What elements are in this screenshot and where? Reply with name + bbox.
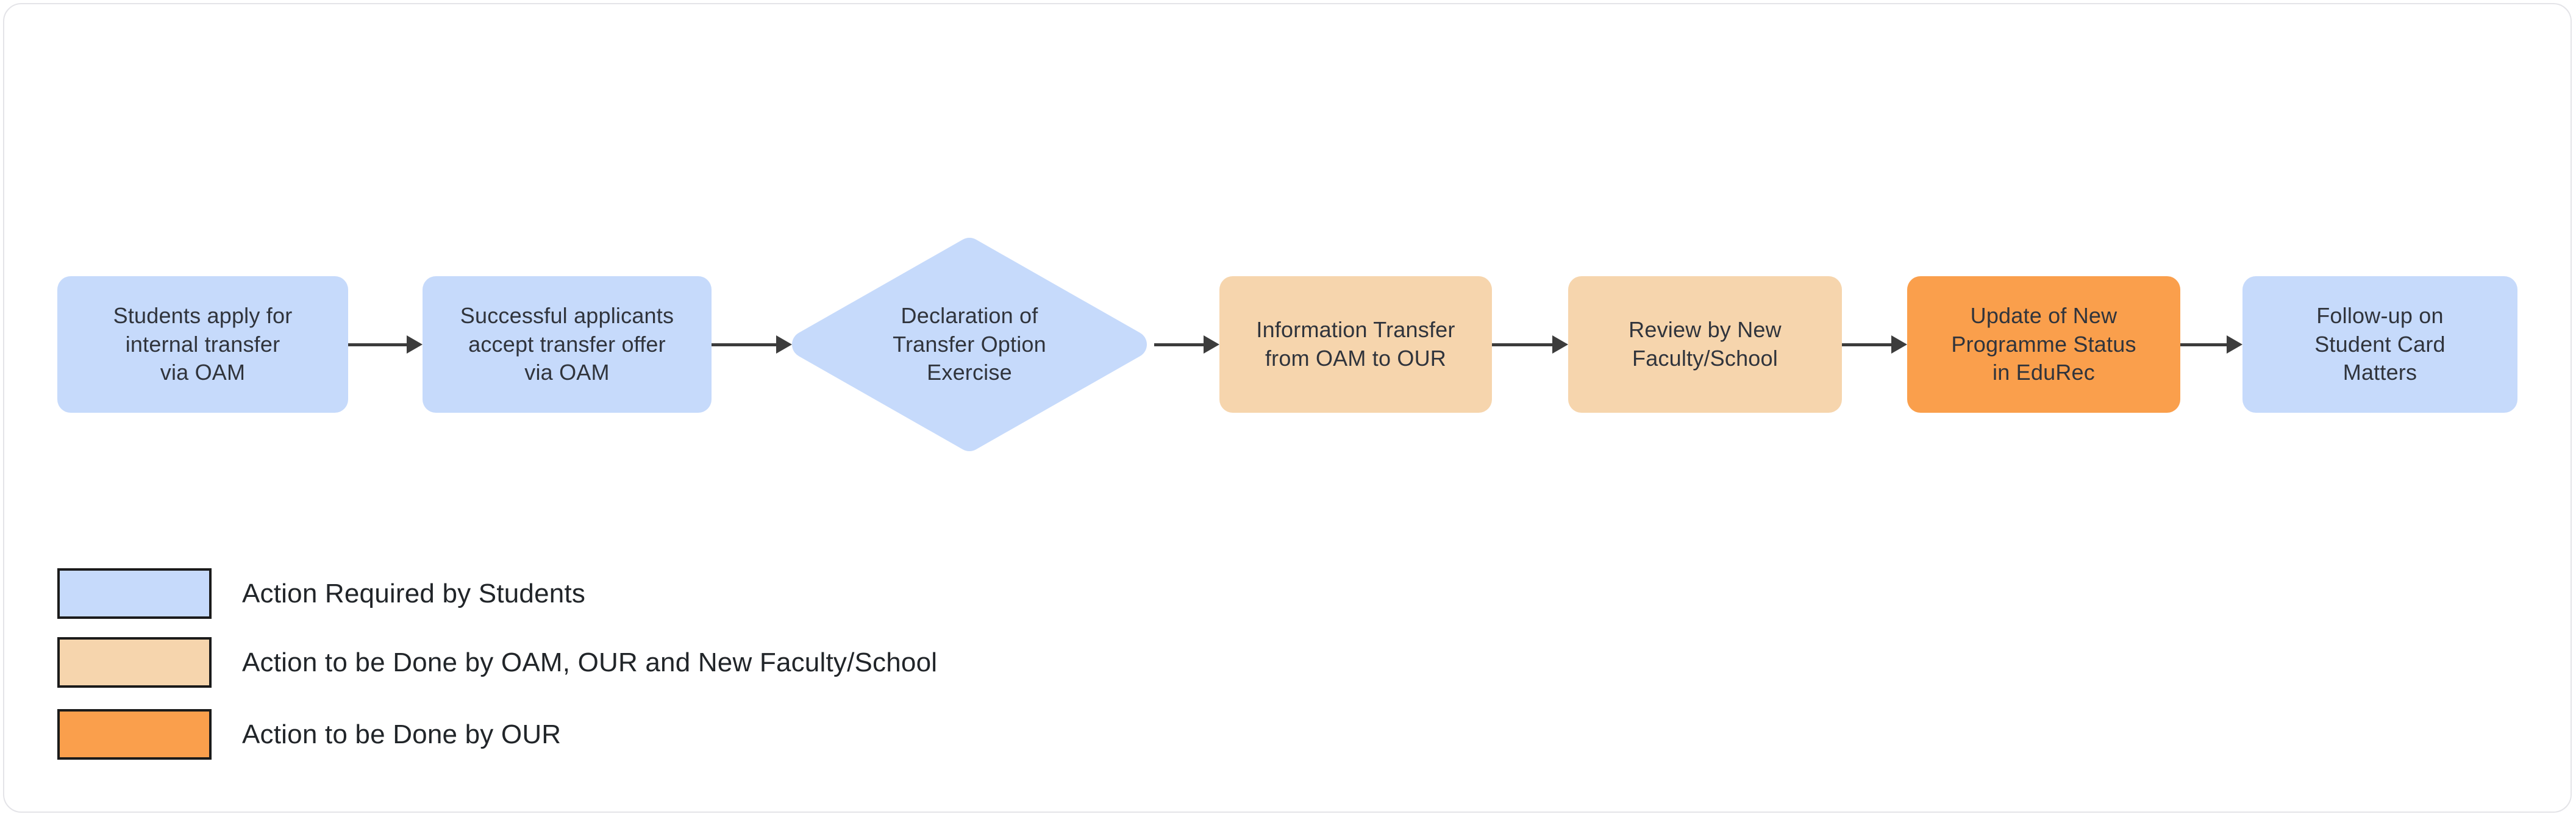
flow-node-label: Follow-up on Student Card Matters [2314, 302, 2446, 385]
flow-arrow-6 [2180, 335, 2242, 354]
legend-swatch-oam-our-faculty [57, 637, 212, 688]
flow-node-followup-card: Follow-up on Student Card Matters [2242, 276, 2517, 413]
arrow-head-icon [1891, 335, 1907, 354]
flow-node-info-transfer: Information Transfer from OAM to OUR [1219, 276, 1492, 413]
arrow-head-icon [2227, 335, 2242, 354]
flow-node-label: Students apply for internal transfer via… [113, 302, 293, 385]
flow-arrow-3 [1154, 335, 1219, 354]
arrow-shaft [348, 343, 407, 346]
flow-arrow-4 [1492, 335, 1568, 354]
arrow-head-icon [776, 335, 792, 354]
legend-item-our: Action to be Done by OUR [57, 709, 561, 760]
arrow-head-icon [407, 335, 423, 354]
arrow-head-icon [1204, 335, 1219, 354]
flow-node-label: Successful applicants accept transfer of… [460, 302, 674, 385]
flow-node-label: Information Transfer from OAM to OUR [1256, 317, 1455, 371]
arrow-shaft [1492, 343, 1553, 346]
legend-item-students: Action Required by Students [57, 568, 585, 619]
arrow-shaft [2180, 343, 2227, 346]
flow-node-label: Update of New Programme Status in EduRec [1951, 302, 2136, 385]
arrow-shaft [1842, 343, 1892, 346]
legend-item-oam-our-faculty: Action to be Done by OAM, OUR and New Fa… [57, 637, 937, 688]
legend-label: Action to be Done by OAM, OUR and New Fa… [242, 647, 938, 677]
arrow-shaft [1154, 343, 1204, 346]
flow-arrow-5 [1842, 335, 1907, 354]
flow-node-label: Review by New Faculty/School [1629, 317, 1782, 371]
legend-label: Action Required by Students [242, 578, 586, 608]
flow-node-update-status: Update of New Programme Status in EduRec [1907, 276, 2180, 413]
legend-label: Action to be Done by OUR [242, 719, 562, 749]
legend-swatch-students [57, 568, 212, 619]
legend-swatch-our [57, 709, 212, 760]
flow-arrow-2 [712, 335, 792, 354]
arrow-head-icon [1552, 335, 1568, 354]
flow-node-accept-offer: Successful applicants accept transfer of… [423, 276, 712, 413]
flow-node-label: Declaration of Transfer Option Exercise [893, 302, 1046, 385]
flow-node-students-apply: Students apply for internal transfer via… [57, 276, 348, 413]
diamond-shape [792, 238, 1147, 451]
flow-node-review-faculty: Review by New Faculty/School [1568, 276, 1842, 413]
decision-node-declaration: Declaration of Transfer Option Exercise [792, 238, 1147, 451]
flow-arrow-1 [348, 335, 423, 354]
arrow-shaft [712, 343, 777, 346]
